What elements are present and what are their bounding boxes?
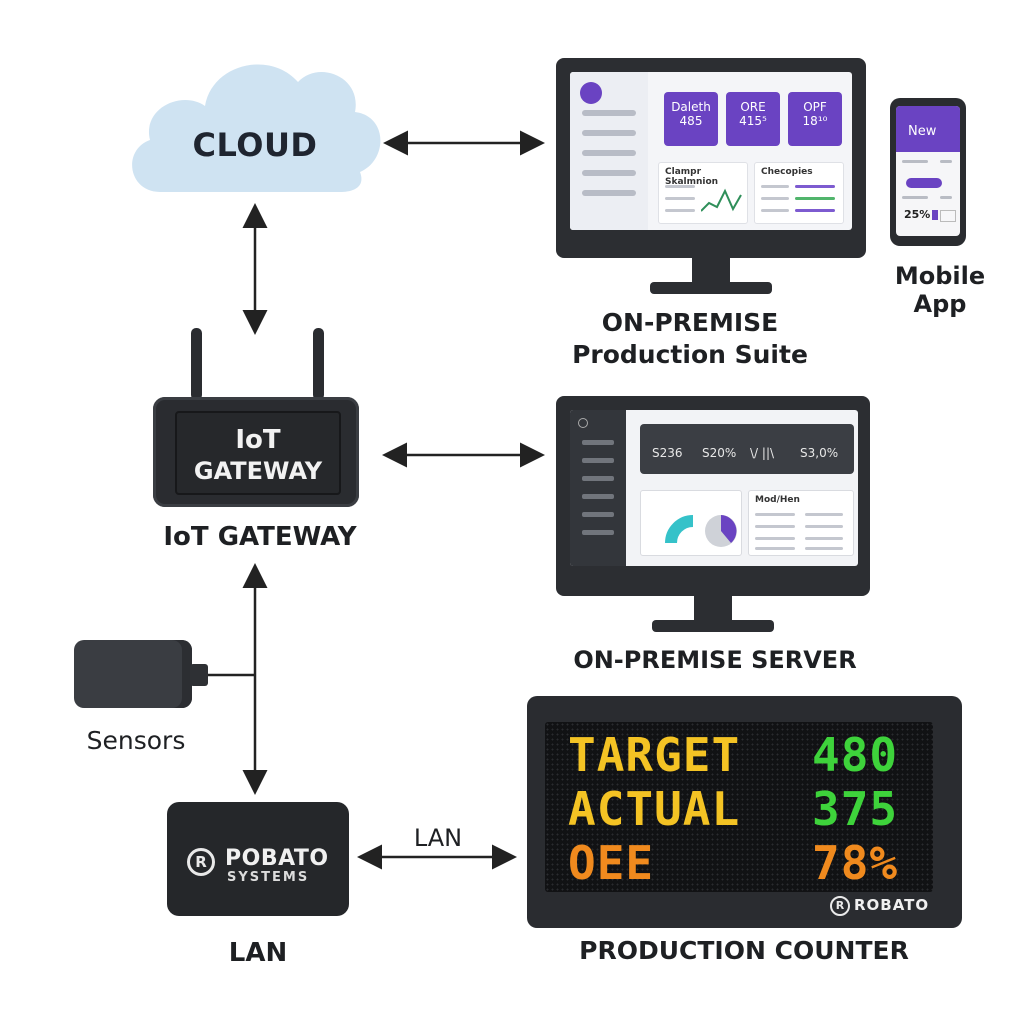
robato-systems-device: R POBATO SYSTEMS (167, 802, 349, 916)
lan-link-label: LAN (413, 824, 463, 852)
production-counter-screen (545, 722, 933, 892)
gateway-label-2: GATEWAY (193, 457, 323, 485)
robato-caption: LAN (228, 938, 288, 968)
cloud-label: CLOUD (192, 126, 318, 164)
sensors-caption: Sensors (86, 726, 186, 755)
counter-value-oee: 78% (812, 836, 899, 890)
server-panel-left (640, 490, 742, 556)
server-stand-foot (652, 620, 774, 632)
suite-stand-neck (692, 256, 730, 284)
iot-gateway-device: IoT GATEWAY (153, 397, 359, 507)
mobile-caption-2: App (913, 290, 967, 318)
suite-panel-left: Clampr Skalmnion (658, 162, 748, 224)
gateway-label-1: IoT (235, 425, 281, 455)
suite-caption-1: ON-PREMISE (601, 308, 779, 337)
counter-value-actual: 375 (812, 782, 899, 836)
server-monitor: S236 S20% \/ ||\ S3,0% Mod/Hen (556, 396, 870, 596)
phone-screen: New 25% (896, 106, 960, 236)
donut-chart (665, 515, 737, 547)
user-avatar (580, 82, 602, 104)
suite-panel-right: Checopies (754, 162, 844, 224)
suite-stand-foot (650, 282, 772, 294)
gateway-caption: IoT GATEWAY (163, 522, 357, 552)
suite-sidebar (570, 72, 648, 230)
counter-brand-icon: R (830, 896, 850, 916)
robato-logo-icon: R (187, 848, 215, 876)
mobile-caption-1: Mobile (894, 262, 986, 290)
counter-label-target: TARGET (568, 728, 741, 782)
cloud-shape (132, 64, 381, 192)
phone-header: New (908, 124, 937, 139)
robato-name: POBATO (225, 846, 329, 871)
server-screen: S236 S20% \/ ||\ S3,0% Mod/Hen (570, 410, 858, 566)
antenna-right (313, 328, 324, 400)
mini-line-chart (701, 188, 742, 212)
counter-value-target: 480 (812, 728, 899, 782)
server-sidebar (570, 410, 626, 566)
counter-brand: ROBATO (854, 896, 930, 914)
antenna-left (191, 328, 202, 400)
server-stand-neck (694, 594, 732, 622)
server-stats-bar: S236 S20% \/ ||\ S3,0% (640, 424, 854, 474)
phone-percent: 25% (904, 208, 931, 221)
robato-sub: SYSTEMS (227, 870, 310, 885)
counter-label-oee: OEE (568, 836, 655, 890)
phone-pill (906, 178, 942, 188)
counter-label-actual: ACTUAL (568, 782, 741, 836)
suite-caption-2: Production Suite (572, 340, 808, 369)
sensor-plug (190, 664, 208, 686)
mobile-phone: New 25% (890, 98, 966, 246)
server-caption: ON-PREMISE SERVER (573, 646, 857, 674)
sensor-device (74, 640, 192, 708)
server-panel-right: Mod/Hen (748, 490, 854, 556)
counter-caption: PRODUCTION COUNTER (579, 936, 909, 965)
